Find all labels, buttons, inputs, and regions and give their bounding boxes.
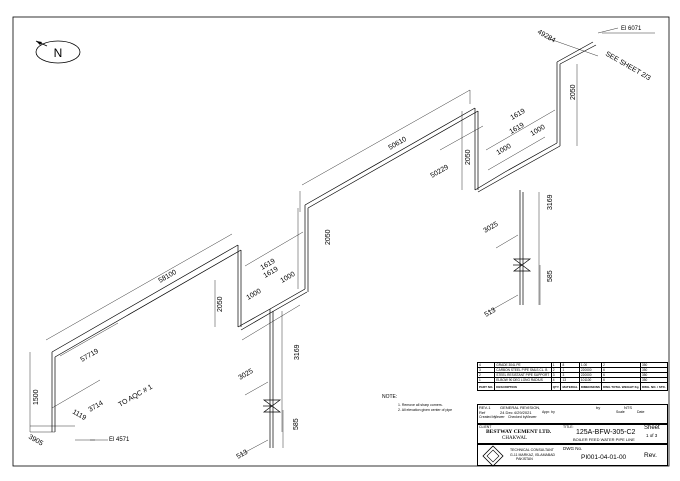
dimension-lines bbox=[29, 32, 655, 456]
dim-585-b: 585 bbox=[547, 270, 554, 282]
bom-cell: ELBOW 90 DEG LONG RADIUS bbox=[494, 377, 552, 383]
bom-cell: STEEL RESISTANT PIPE SUPPORT bbox=[494, 372, 552, 378]
title-label: TITLE: bbox=[563, 425, 574, 429]
dim-50229: 50229 bbox=[430, 164, 450, 180]
pipe-route bbox=[51, 41, 597, 432]
bom-header: DESCRIPTION bbox=[494, 382, 552, 391]
rev-nts: NTS bbox=[624, 405, 632, 410]
dim-1000-d: 1000 bbox=[530, 124, 547, 138]
bom-header: PART NO. bbox=[476, 382, 496, 391]
rev-by: by bbox=[596, 405, 601, 410]
ref-label: Ref bbox=[479, 410, 486, 415]
consultant-line-3: PAKISTAN bbox=[516, 457, 533, 461]
checked-by: Viewer bbox=[526, 415, 537, 419]
bom-header: QTY. bbox=[550, 382, 562, 391]
to-aqc-label: TO AQC # 1 bbox=[118, 384, 154, 409]
dim-1619-d: 1619 bbox=[509, 122, 526, 136]
checked-by-label: Checked by bbox=[508, 415, 527, 419]
dim-3905: 3905 bbox=[27, 434, 44, 448]
elevation-start-label: El 4571 bbox=[109, 437, 130, 443]
dwg-block: TECHNICAL CONSULTANT G-11 MARKAZ, ISLAMA… bbox=[477, 444, 668, 467]
sheet-value: 1 of 3 bbox=[646, 433, 658, 438]
north-label: N bbox=[54, 46, 63, 60]
sheet-label: Sheet bbox=[644, 425, 660, 431]
rev-text: GENERAL REVISION, bbox=[500, 405, 541, 410]
bom-cell: CARBON STEEL PIPE SMLS CL. B bbox=[494, 367, 552, 373]
branch-drop-left bbox=[262, 309, 282, 448]
dim-3169-b: 3169 bbox=[547, 194, 554, 210]
dim-3169-a: 3169 bbox=[294, 344, 301, 360]
client-name: BESTWAY CEMENT LTD. bbox=[486, 429, 552, 435]
client-label: CLIENT bbox=[479, 425, 492, 429]
dim-1619-c: 1619 bbox=[510, 108, 527, 122]
elevation-end-label: El 6071 bbox=[621, 26, 642, 32]
dim-50610: 50610 bbox=[388, 136, 408, 152]
dim-58100: 58100 bbox=[158, 269, 178, 285]
dim-1000-c: 1000 bbox=[496, 143, 513, 157]
ref-text: 24 Dec 4/29/2021 bbox=[500, 410, 532, 415]
revision-block: REV-1 GENERAL REVISION, Ref 24 Dec 4/29/… bbox=[477, 404, 668, 424]
dwg-number: PI001-04-01-00 bbox=[581, 454, 627, 461]
title-code: 125A-BFW-305-C2 bbox=[576, 429, 636, 436]
dim-1000-a: 1000 bbox=[246, 288, 263, 302]
dwg-label: DWG No. bbox=[563, 446, 583, 451]
client-title-block: CLIENT BESTWAY CEMENT LTD. CHAKWAL TITLE… bbox=[477, 424, 668, 444]
dim-49284: 49284 bbox=[536, 29, 556, 45]
scale-label: Scale bbox=[616, 410, 625, 414]
approved-by-label: Appr. by bbox=[542, 410, 555, 414]
sheet-border bbox=[12, 16, 670, 467]
branch-drop-right bbox=[512, 190, 532, 305]
see-sheet-label: SEE SHEET 2/3 bbox=[604, 51, 652, 83]
dim-1000-b: 1000 bbox=[280, 271, 297, 285]
rev-cell-label: Rev. bbox=[644, 452, 657, 459]
bom-header: DWG TOTAL WEIGHT Kg bbox=[601, 382, 642, 391]
bom-header: DWG. NO. / STD. bbox=[640, 382, 668, 391]
created-by-label: Created by bbox=[479, 415, 497, 419]
consultant-line-1: TECHNICAL CONSULTANT bbox=[510, 448, 554, 452]
dim-1119: 1119 bbox=[71, 409, 87, 422]
dim-3025-b: 3025 bbox=[483, 221, 500, 235]
client-place: CHAKWAL bbox=[502, 436, 527, 441]
dim-585-a: 585 bbox=[293, 418, 300, 430]
dim-2050-b: 2050 bbox=[325, 229, 332, 245]
notes-item-1: 1. Remove all sharp corners. bbox=[398, 403, 443, 407]
dim-2050-c: 2050 bbox=[465, 149, 472, 165]
created-by: Viewer bbox=[494, 415, 505, 419]
dim-513-a: 513 bbox=[236, 449, 250, 461]
dim-3714: 3714 bbox=[88, 400, 105, 414]
bom-header: MATERIAL bbox=[560, 382, 580, 391]
consultant-logo-icon bbox=[482, 445, 504, 467]
rev-label: REV-1 bbox=[479, 405, 491, 410]
bom-header: DIMENSIONS bbox=[578, 382, 603, 391]
notes-title: NOTE: bbox=[382, 394, 397, 400]
title-desc: BOILER FEED WATER PIPE LINE bbox=[573, 437, 635, 442]
dim-513-b: 513 bbox=[484, 307, 498, 319]
dim-3025-a: 3025 bbox=[238, 368, 255, 382]
dim-57719: 57719 bbox=[80, 348, 100, 364]
dim-2050-d: 2050 bbox=[570, 84, 577, 100]
date-label: Date bbox=[637, 410, 645, 414]
dim-2050-a: 2050 bbox=[217, 296, 224, 312]
consultant-line-2: G-11 MARKAZ, ISLAMABAD bbox=[510, 453, 556, 457]
dim-1500: 1500 bbox=[33, 389, 40, 405]
notes-item-2: 2. All elevation given center of pipe bbox=[398, 408, 452, 412]
north-arrow: N bbox=[35, 40, 81, 64]
